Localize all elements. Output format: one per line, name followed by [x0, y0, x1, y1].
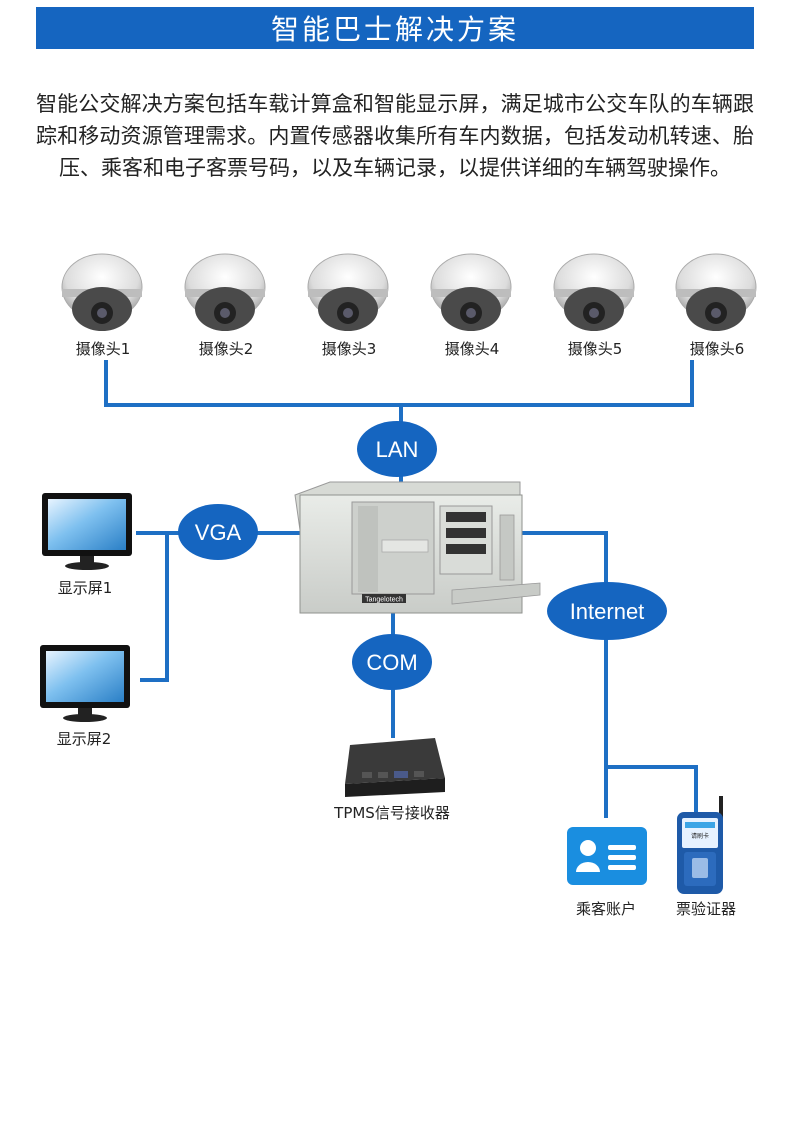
com-bubble-label: COM — [366, 650, 417, 675]
validator-screen-text: 请刷卡 — [691, 832, 709, 840]
tpms-receiver-icon — [345, 738, 445, 797]
tpms-label: TPMS信号接收器 — [334, 804, 450, 822]
camera-4-icon — [430, 253, 512, 331]
page-title-text: 智能巴士解决方案 — [270, 13, 519, 46]
monitor-1-icon — [42, 493, 132, 570]
camera-2-icon — [184, 253, 266, 331]
industrial-pc-icon: Tangelotech — [294, 481, 541, 614]
camera-5-icon — [553, 253, 635, 331]
internet-bubble-label: Internet — [570, 599, 645, 624]
lan-bubble: LAN — [357, 421, 437, 477]
pc-brand-label: Tangelotech — [365, 597, 403, 604]
camera-3-icon — [307, 253, 389, 331]
monitor-2-label: 显示屏2 — [56, 730, 112, 748]
intro-paragraph: 智能公交解决方案包括车载计算盒和智能显示屏，满足城市公交车队的车辆跟踪和移动资源… — [36, 92, 754, 180]
monitor-1-label: 显示屏1 — [57, 579, 113, 597]
camera-6-icon — [675, 253, 757, 331]
page-title: 智能巴士解决方案 — [36, 7, 754, 49]
validator-branch-line — [606, 765, 698, 812]
internet-bubble: Internet — [547, 582, 667, 640]
passenger-account-icon — [567, 827, 647, 885]
camera-4-label: 摄像头4 — [444, 340, 500, 358]
ticket-validator-icon: 请刷卡 — [677, 796, 723, 894]
camera-6-label: 摄像头6 — [689, 340, 745, 358]
camera-bus-line — [104, 360, 694, 407]
internet-line — [522, 531, 608, 818]
camera-5-label: 摄像头5 — [567, 340, 623, 358]
camera-1-icon — [61, 253, 143, 331]
vga-bubble: VGA — [178, 504, 258, 560]
com-bubble: COM — [352, 634, 432, 690]
ticket-validator-label: 票验证器 — [675, 900, 737, 918]
camera-group — [61, 253, 757, 331]
vga-line-monitor2 — [140, 533, 169, 682]
lan-bubble-label: LAN — [376, 437, 419, 462]
passenger-account-label: 乘客账户 — [575, 900, 637, 918]
camera-3-label: 摄像头3 — [321, 340, 377, 358]
camera-2-label: 摄像头2 — [198, 340, 254, 358]
camera-1-label: 摄像头1 — [75, 340, 131, 358]
vga-bubble-label: VGA — [195, 520, 242, 545]
monitor-2-icon — [40, 645, 130, 722]
